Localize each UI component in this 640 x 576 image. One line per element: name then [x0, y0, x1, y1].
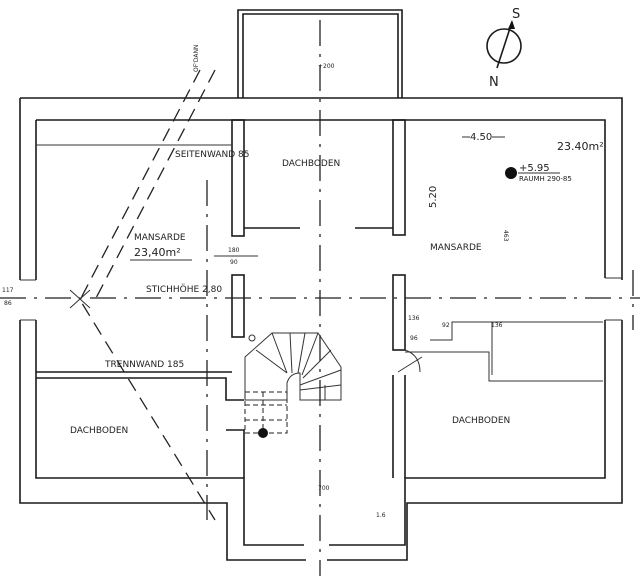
- svg-text:RAUMH 290-85: RAUMH 290-85: [519, 175, 572, 183]
- svg-text:5.20: 5.20: [428, 186, 439, 208]
- svg-text:96: 96: [410, 335, 418, 342]
- svg-text:90: 90: [230, 259, 238, 266]
- compass-icon: S N: [486, 7, 522, 90]
- svg-text:700: 700: [318, 485, 330, 492]
- room-area: 23.40m²: [557, 140, 604, 153]
- svg-text:1.6: 1.6: [376, 512, 386, 519]
- grid-axes: [0, 20, 640, 576]
- svg-text:4.50: 4.50: [470, 132, 492, 143]
- diagonal-lines: [69, 69, 216, 521]
- pillar-icon: [248, 334, 256, 342]
- svg-text:180: 180: [228, 247, 240, 254]
- svg-text:463: 463: [502, 230, 509, 242]
- level-marker-icon: [258, 428, 268, 438]
- room-name: MANSARDE: [430, 243, 482, 253]
- svg-text:S: S: [512, 7, 520, 22]
- svg-text:136: 136: [491, 322, 503, 329]
- stichhoehe-label: STICHHÖHE 2,80: [146, 284, 222, 295]
- svg-text:136: 136: [408, 315, 420, 322]
- svg-text:92: 92: [442, 322, 450, 329]
- svg-text:86: 86: [4, 300, 12, 307]
- level-marker-icon: [505, 167, 517, 179]
- partition-walls: [36, 119, 603, 478]
- room-name: DACHBODEN: [70, 426, 128, 436]
- svg-text:+5.95: +5.95: [519, 163, 550, 174]
- room-name: MANSARDE: [134, 233, 186, 243]
- top-annex-walls: [237, 9, 403, 98]
- svg-text:117: 117: [2, 287, 14, 294]
- room-name: DACHBODEN: [282, 159, 340, 169]
- svg-text:OF'DANN: OF'DANN: [193, 45, 200, 72]
- seitenwand-label: SEITENWAND 85: [175, 150, 250, 160]
- svg-text:N: N: [489, 75, 499, 90]
- staircase: [244, 332, 342, 438]
- room-name: DACHBODEN: [452, 416, 510, 426]
- trennwand-label: TRENNWAND 185: [104, 360, 184, 370]
- room-area: 23,40m²: [134, 246, 181, 259]
- svg-text:+200: +200: [318, 63, 335, 70]
